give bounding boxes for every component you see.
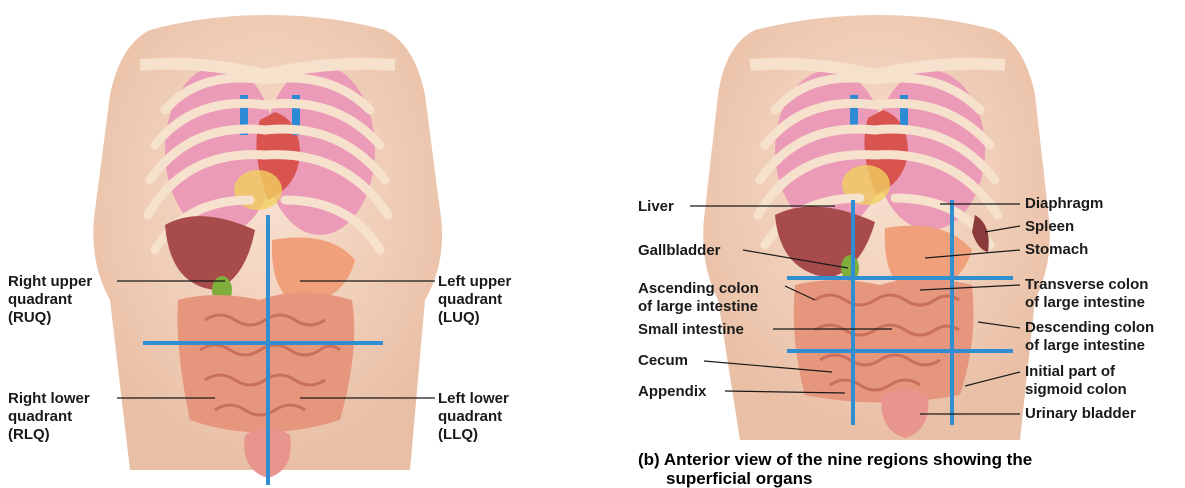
label-llq: Left lower quadrant (LLQ) (438, 390, 509, 444)
figure-nine-regions: Liver Gallbladder Ascending colon of lar… (600, 0, 1185, 485)
label-appendix: Appendix (638, 383, 706, 401)
label-transverse-colon: Transverse colon of large intestine (1025, 276, 1148, 312)
label-urinary-bladder: Urinary bladder (1025, 405, 1136, 423)
label-sigmoid-colon: Initial part of sigmoid colon (1025, 363, 1127, 399)
label-spleen: Spleen (1025, 218, 1074, 236)
label-cecum: Cecum (638, 352, 688, 370)
label-luq: Left upper quadrant (LUQ) (438, 273, 511, 327)
label-stomach: Stomach (1025, 241, 1088, 259)
figure-quadrants: Right upper quadrant (RUQ) Left upper qu… (0, 0, 600, 485)
label-ruq: Right upper quadrant (RUQ) (8, 273, 92, 327)
caption-line-1: Anterior view of the nine regions showin… (664, 450, 1032, 469)
label-rlq: Right lower quadrant (RLQ) (8, 390, 90, 444)
caption-prefix: (b) (638, 450, 660, 469)
label-gallbladder: Gallbladder (638, 242, 721, 260)
intestines (178, 293, 355, 433)
torso-illustration-quadrants (0, 0, 600, 485)
caption-line-2: superficial organs (638, 469, 1032, 488)
label-diaphragm: Diaphragm (1025, 195, 1103, 213)
label-descending-colon: Descending colon of large intestine (1025, 319, 1154, 355)
figure-caption: (b) Anterior view of the nine regions sh… (638, 450, 1032, 488)
label-liver: Liver (638, 198, 674, 216)
label-ascending-colon: Ascending colon of large intestine (638, 280, 759, 316)
label-small-intestine: Small intestine (638, 321, 744, 339)
